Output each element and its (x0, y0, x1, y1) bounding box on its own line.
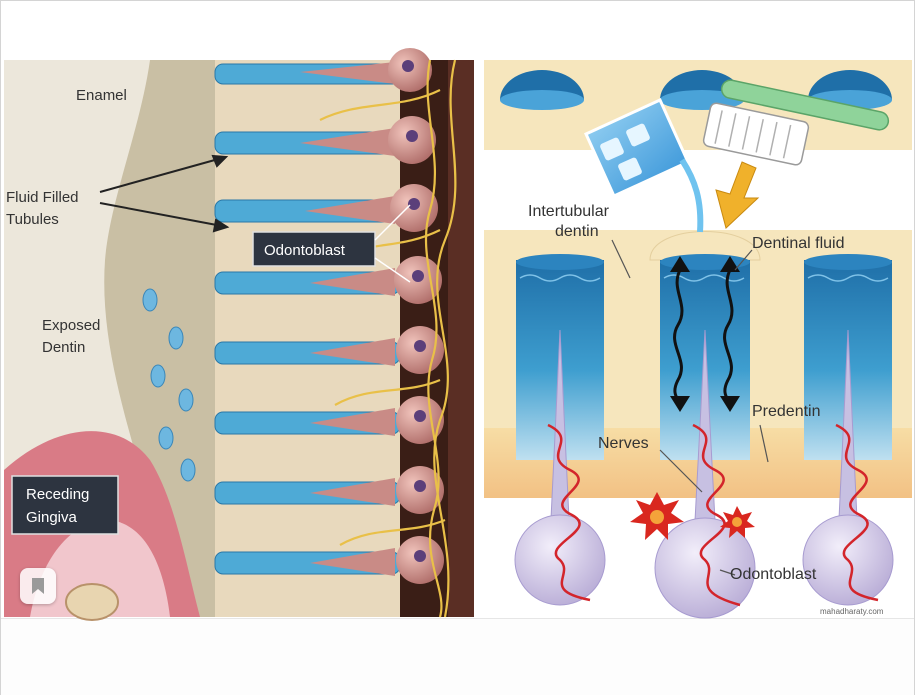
label-receding: Receding (26, 486, 89, 503)
label-dentinal-fluid: Dentinal fluid (752, 235, 845, 252)
label-dentin: Dentin (42, 339, 85, 356)
bookmark-icon (32, 578, 44, 594)
label-nerves: Nerves (598, 435, 649, 452)
cold-water-glass-icon (584, 98, 704, 233)
pain-burst-icon (630, 492, 755, 540)
odontoblast-bulb (654, 517, 756, 619)
right-illustration: Intertubular dentin Dentinal fluid Prede… (484, 60, 912, 619)
label-dentin-right: dentin (555, 223, 599, 240)
label-intertubular: Intertubular (528, 203, 610, 220)
label-odontoblast-left: Odontoblast (264, 242, 346, 259)
label-odontoblast-right: Odontoblast (730, 566, 817, 583)
label-predentin: Predentin (752, 403, 821, 420)
bookmark-button[interactable] (20, 568, 56, 604)
label-enamel: Enamel (76, 87, 127, 104)
watermark: mahadharaty.com (820, 607, 884, 616)
arrow-down-icon (720, 396, 740, 412)
brushing-force-arrow-icon (715, 161, 760, 229)
tubule-pointer-arrows (99, 154, 230, 233)
odontoblast-callout-box (252, 231, 376, 267)
enamel-region (4, 60, 150, 470)
toothbrush-icon (702, 79, 890, 166)
nerve-spirals (547, 423, 879, 607)
bone-socket (65, 583, 119, 621)
fluid-movement-arrows (673, 269, 734, 406)
fluid-droplets (142, 288, 196, 482)
odontoblast-bodies (514, 514, 894, 619)
arrow-down-icon (670, 396, 690, 412)
receding-gingiva-callout-box (11, 475, 119, 535)
bottom-strip (1, 618, 914, 695)
odontoblast-cells (300, 48, 444, 584)
left-illustration: Enamel Fluid Filled Tubules Exposed Dent… (4, 48, 474, 621)
arrow-up-icon (720, 256, 740, 272)
nerve-fibers (319, 59, 457, 618)
label-exposed: Exposed (42, 317, 100, 334)
label-gingiva: Gingiva (26, 509, 78, 526)
label-fluid-filled: Fluid Filled (6, 189, 79, 206)
label-tubules: Tubules (6, 211, 59, 228)
arrow-up-icon (670, 256, 690, 272)
